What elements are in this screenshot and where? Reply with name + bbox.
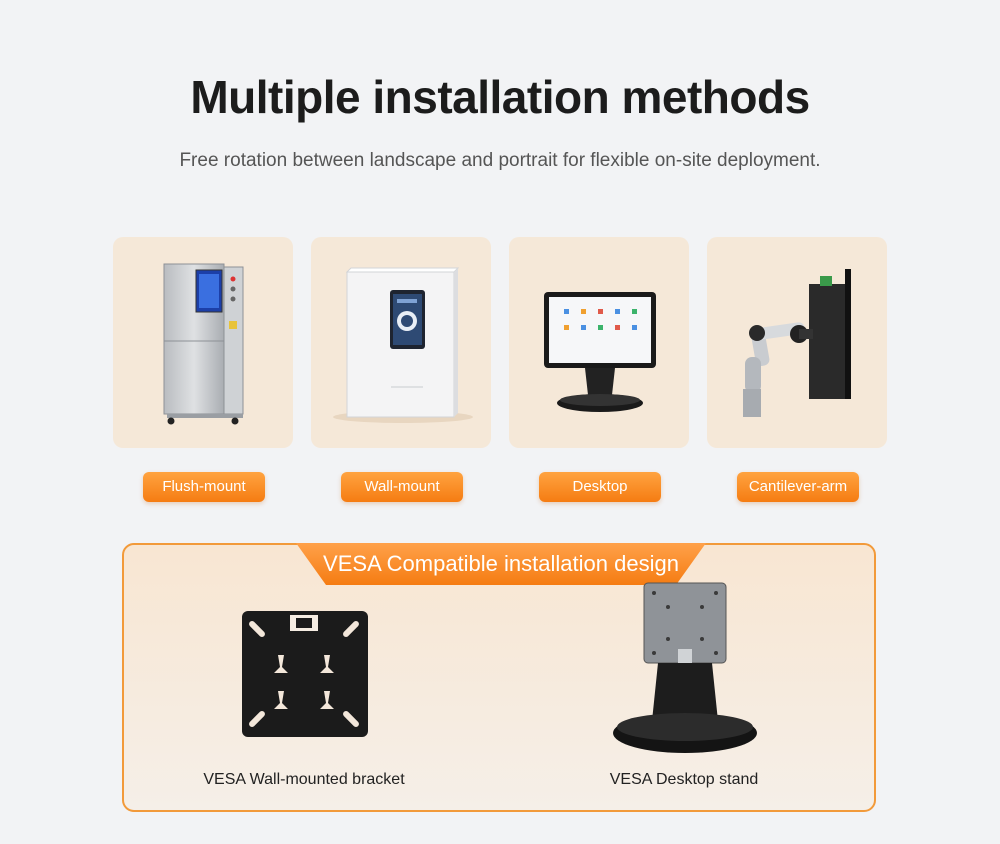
wall-box-icon: [333, 267, 473, 423]
arm-mount-icon: [743, 269, 851, 417]
vesa-bracket-caption: VESA Wall-mounted bracket: [203, 771, 405, 788]
method-cantilever-arm: Cantilever-arm: [707, 237, 887, 507]
page-subtitle: Free rotation between landscape and port…: [179, 150, 821, 171]
method-card-cantilever-arm: [707, 237, 887, 448]
method-card-wall-mount: [311, 237, 491, 448]
vesa-bracket-icon: [242, 611, 368, 737]
method-card-flush-mount: [113, 237, 293, 448]
method-label-flush-mount: Flush-mount: [143, 472, 265, 502]
method-flush-mount: Flush-mount: [113, 237, 293, 507]
vesa-stand-icon: [613, 582, 757, 753]
page-title: Multiple installation methods: [190, 71, 810, 123]
method-wall-mount: Wall-mount: [311, 237, 491, 507]
vesa-title: VESA Compatible installation design: [323, 551, 679, 576]
vesa-header-tab: [296, 543, 706, 585]
method-card-desktop: [509, 237, 689, 448]
desktop-monitor-icon: [544, 292, 656, 412]
cabinet-panel-icon: [163, 263, 244, 425]
vesa-header: VESA Compatible installation design: [296, 543, 706, 585]
vesa-stand-caption: VESA Desktop stand: [609, 771, 759, 788]
vesa-panel: VESA Compatible installation design VESA…: [122, 543, 876, 812]
vesa-bracket: [240, 609, 370, 744]
installation-methods: Flush-mount Wall-mount: [113, 237, 887, 507]
method-label-wall-mount: Wall-mount: [341, 472, 463, 502]
vesa-stand: [608, 581, 758, 766]
method-desktop: Desktop: [509, 237, 689, 507]
method-label-desktop: Desktop: [539, 472, 661, 502]
method-label-cantilever-arm: Cantilever-arm: [737, 472, 859, 502]
